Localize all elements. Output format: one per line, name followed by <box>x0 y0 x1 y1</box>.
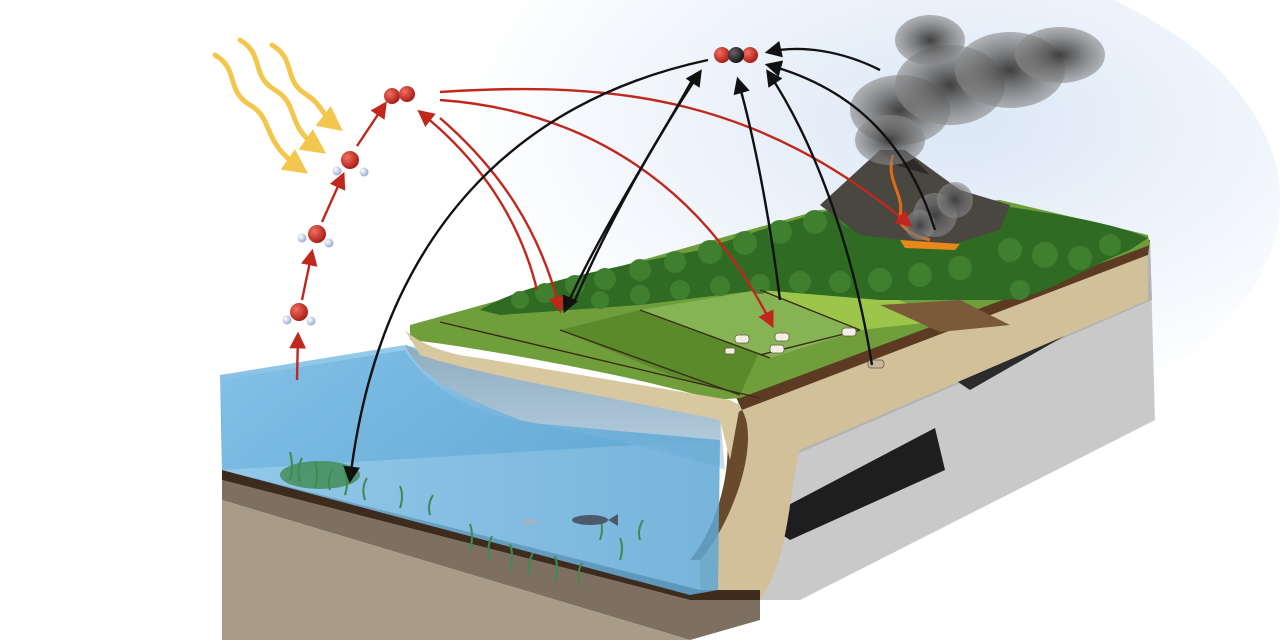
crop-patch <box>760 285 950 330</box>
h2o-molecule <box>282 303 316 326</box>
sand-layer <box>700 255 1148 610</box>
coal-seam <box>760 428 945 540</box>
arrow-forest-to-o2 <box>417 109 539 291</box>
arrow-smoke-to-co2 <box>764 40 881 72</box>
tree-canopy <box>511 203 1121 309</box>
arrow-o2-to-pasture <box>439 98 774 329</box>
sun-rays-icon <box>212 37 343 174</box>
field-patch <box>560 310 760 395</box>
arrow-h2o-chain <box>320 171 346 223</box>
h2o-molecule <box>332 151 369 177</box>
arrow-cow-to-co2 <box>766 69 874 366</box>
seagrass-clump <box>280 461 360 489</box>
smoke-plume-icon <box>905 182 973 240</box>
arrow-evaporation <box>289 331 307 381</box>
arrow-o2-to-forest <box>439 117 565 314</box>
h2o-molecule <box>297 225 334 248</box>
carbon-flow-arrows <box>343 40 937 484</box>
cow-icon <box>724 327 885 369</box>
arrow-o2-to-volcano <box>439 87 913 228</box>
o2-molecule <box>384 86 415 104</box>
seabed-layer <box>222 480 760 640</box>
water-body <box>222 350 720 595</box>
plowed-patch <box>880 300 1010 332</box>
oxygen-flow-arrows <box>289 87 913 381</box>
arrow-co2-to-sea <box>343 58 709 484</box>
fish-icon <box>522 514 618 526</box>
sea <box>220 330 740 595</box>
arrow-h2o-to-o2 <box>356 101 387 147</box>
arrow-forest-to-co2 <box>573 69 702 301</box>
arrow-field-to-co2 <box>733 76 782 301</box>
arrow-h2o-chain <box>300 248 318 301</box>
co2-molecule <box>714 47 758 63</box>
arrow-volcano-to-co2 <box>764 60 937 231</box>
smoke-plume-icon <box>850 15 1105 165</box>
beach-cliff <box>405 330 740 460</box>
pasture-patch <box>640 290 860 358</box>
